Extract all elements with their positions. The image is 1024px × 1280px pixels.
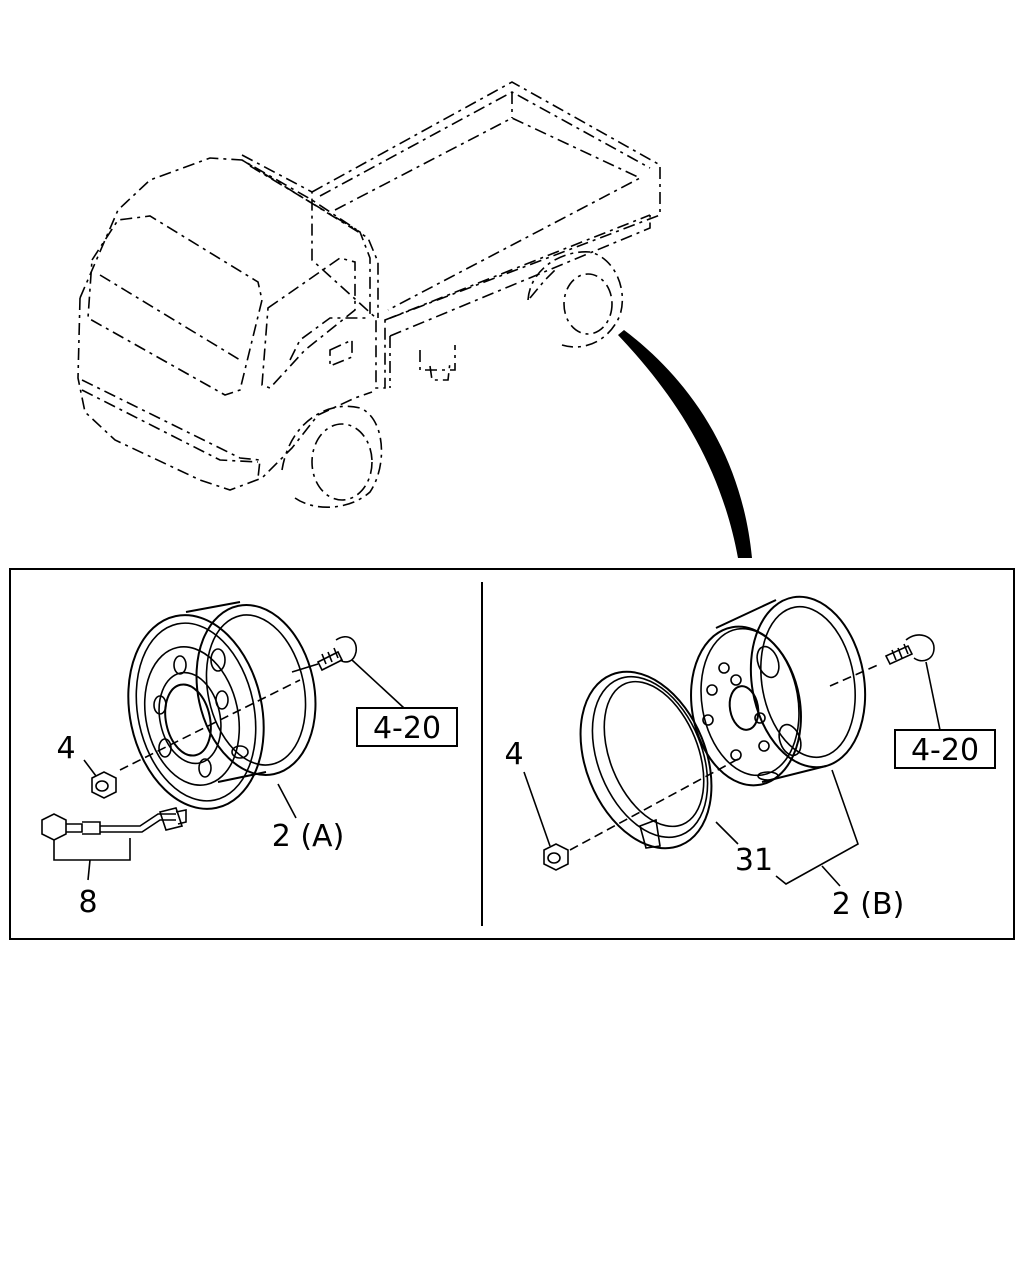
wheel-stud-left — [291, 636, 358, 673]
ref-box-left — [356, 707, 458, 747]
truck-illustration — [77, 81, 661, 508]
wheel-nut-left — [91, 771, 117, 799]
rear-wheel — [527, 251, 624, 348]
nut-label-left: 4 — [56, 731, 75, 766]
wheel-stud-right — [884, 634, 935, 666]
valve-leader — [87, 859, 91, 881]
callout-leader — [618, 330, 752, 558]
valve-bracket — [53, 838, 131, 861]
ref-leader-left — [351, 659, 405, 709]
cargo-bed — [241, 81, 661, 389]
ring-leader — [715, 821, 739, 845]
wheel-b-label: 2 (B) — [832, 887, 905, 922]
wheel-b-drawing — [569, 595, 881, 851]
wheel-a-label: 2 (A) — [272, 819, 345, 854]
wheel-nut-right — [543, 843, 569, 871]
wheel-b-leader — [821, 865, 841, 887]
lock-ring — [579, 670, 713, 850]
ref-label-left: 4-20 — [373, 711, 441, 746]
cab — [77, 157, 373, 491]
wheel-a-drawing — [119, 601, 317, 810]
nut-label-right: 4 — [504, 737, 523, 772]
ref-leader-right — [925, 661, 941, 731]
nut-leader-left — [83, 759, 97, 777]
ring-label: 31 — [735, 843, 773, 878]
valve-extension — [41, 807, 187, 841]
front-wheel — [281, 405, 383, 508]
nut-leader-right — [523, 771, 551, 847]
ref-box-right — [894, 729, 996, 769]
wheel-a-leader — [277, 783, 297, 819]
valve-label: 8 — [78, 885, 97, 920]
ref-label-right: 4-20 — [911, 733, 979, 768]
wheel-b-bracket — [775, 769, 859, 885]
detail-frame — [9, 568, 1015, 940]
